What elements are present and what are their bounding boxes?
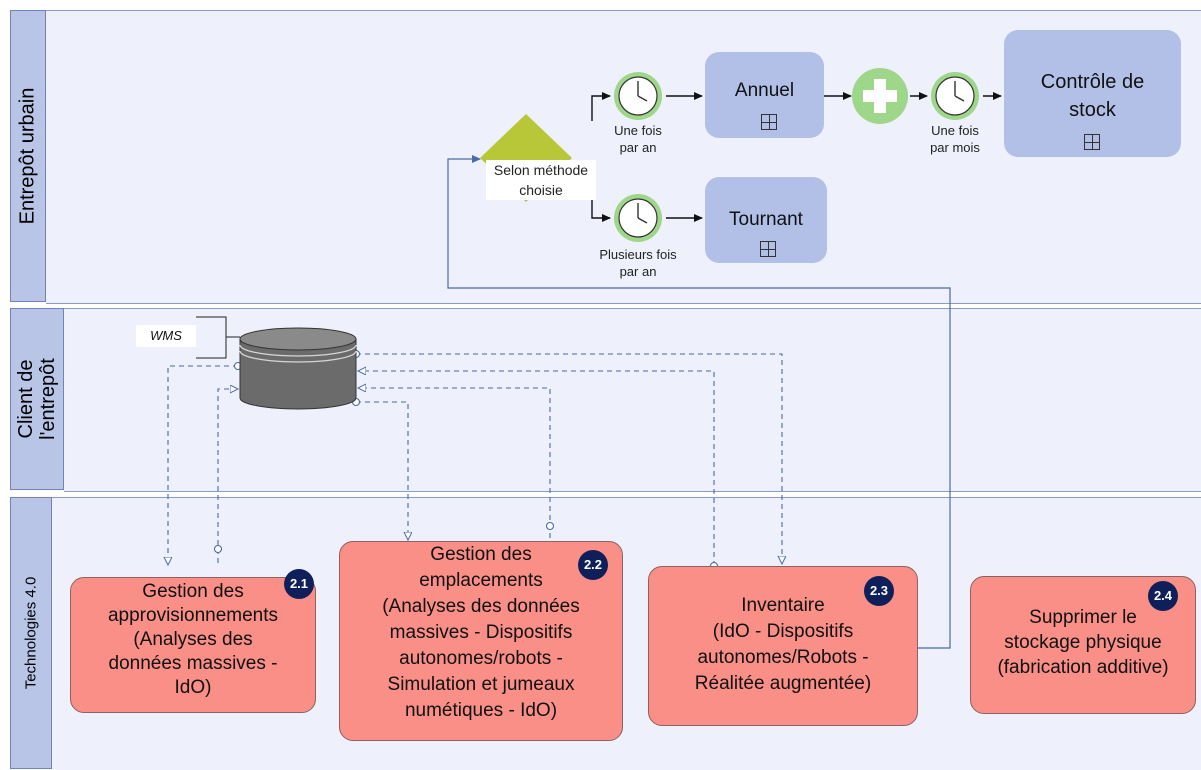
tech-box-line: Réalitée augmentée) [694,673,872,694]
tech-box-line: données massives - [108,653,278,674]
tech-box-line: Simulation et jumeaux [387,674,575,695]
tech-box-line: emplacements [419,570,543,591]
tech-box-line: (IdO - Dispositifs [712,621,854,642]
timer-event-monthly-icon[interactable] [931,72,979,120]
tech-box-line: (Analyses des [133,629,253,650]
lane-label-client-entrepot: Client de l'entrepôt [10,308,64,490]
assoc-inv-to-wms [358,371,715,566]
wms-annotation-label: WMS [136,325,196,347]
gateway-label-line1: Selon méthode [493,162,589,178]
task-tournant-label: Tournant [729,209,803,230]
tech-box-line: massives - Dispositifs [389,622,573,643]
data-associations [168,353,782,566]
tech-box-line: approvisionnements [107,605,279,626]
timer-several-label: Plusieurs fois par an [583,246,693,280]
tech-box-line: Supprimer le [1029,607,1137,628]
badge-2-2: 2.2 [578,550,608,580]
task-annuel-label: Annuel [734,80,795,101]
gateway-label: Selon méthode choisie [486,160,596,200]
flow-inventaire-to-gateway [447,155,951,649]
gateway-label-line2: choisie [519,182,563,198]
subprocess-marker-icon[interactable] [760,241,776,257]
lane-label-technologies: Technologies 4.0 [10,497,52,769]
tech-box-line: autonomes/Robots - [697,647,869,668]
tech-box-line: numétiques - IdO) [404,700,558,721]
flow-gateway-to-timer-annual [591,92,611,121]
tech-box-stockage[interactable]: Supprimer le stockage physique (fabricat… [970,576,1196,714]
task-controle-label-line2: stock [1069,99,1116,121]
subprocess-marker-icon[interactable] [1084,134,1100,150]
tech-box-text: Gestion des approvisionnements (Analyses… [71,578,315,700]
timer-event-several-icon[interactable] [614,194,662,242]
tech-box-line: autonomes/robots - [399,648,563,669]
timer-monthly-label-line1: Une fois [931,123,979,138]
assoc-wms-to-empl [356,401,408,540]
tech-box-line: (Analyses des données [382,596,580,617]
task-controle-stock[interactable]: Contrôle de stock [1004,30,1181,157]
tech-box-text: Gestion des emplacements (Analyses des d… [340,542,622,724]
timer-monthly-label: Une fois par mois [915,122,995,156]
subprocess-marker-icon[interactable] [761,114,777,130]
tech-box-line: Gestion des [142,581,244,602]
task-controle-label-line1: Contrôle de [1040,71,1145,93]
badge-2-1: 2.1 [284,569,314,599]
timer-annual-label-line1: Une fois [614,123,662,138]
wms-database-icon[interactable] [239,327,357,410]
lane-label-entrepot-urbain: Entrepôt urbain [10,10,46,302]
timer-monthly-label-line2: par mois [930,140,980,155]
task-tournant[interactable]: Tournant [705,177,827,263]
tech-box-text: Inventaire (IdO - Dispositifs autonomes/… [649,567,917,697]
tech-box-line: stockage physique [1004,632,1162,653]
tech-box-line: (fabrication additive) [997,657,1169,678]
timer-several-label-line2: par an [619,264,657,279]
parallel-gateway-icon[interactable] [852,68,908,124]
tech-box-line: Gestion des [430,544,532,565]
assoc-empl-to-wms [358,388,551,538]
badge-2-3: 2.3 [864,576,894,606]
timer-annual-label: Une fois par an [598,122,678,156]
tech-box-emplacements[interactable]: Gestion des emplacements (Analyses des d… [339,541,623,741]
tech-box-line: Inventaire [741,595,825,616]
task-annuel[interactable]: Annuel [705,52,824,138]
wms-annotation-bracket [196,316,240,359]
timer-event-annual-icon[interactable] [614,72,662,120]
timer-several-label-line1: Plusieurs fois [599,247,677,262]
assoc-wms-to-inv [356,353,782,564]
assoc-wms-to-appro [168,365,238,565]
assoc-appro-to-wms [217,389,238,563]
tech-box-text: Supprimer le stockage physique (fabricat… [971,577,1195,680]
badge-2-4: 2.4 [1148,581,1178,611]
tech-box-line: IdO) [174,677,212,698]
tech-box-approvisionnements[interactable]: Gestion des approvisionnements (Analyses… [70,577,316,713]
timer-annual-label-line2: par an [619,140,657,155]
